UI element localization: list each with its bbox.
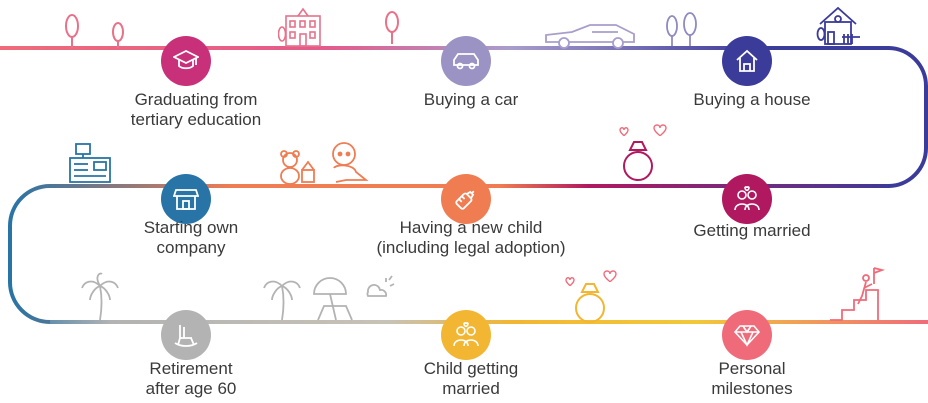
baby-toys-icon <box>280 142 369 185</box>
child-married-milestone-node[interactable] <box>441 310 491 360</box>
married-label: Getting married <box>693 221 811 240</box>
married-milestone-node[interactable] <box>722 174 772 224</box>
beach-scene-icon <box>263 275 395 321</box>
graduation-milestone-node[interactable] <box>161 36 211 86</box>
tree-icon <box>385 11 399 44</box>
bushes-icon <box>666 12 697 46</box>
storefront-icon <box>173 189 199 210</box>
personal-milestone-node[interactable] <box>722 310 772 360</box>
baby-bottle-icon <box>455 190 475 210</box>
house-label: Buying a house <box>693 90 811 109</box>
company-milestone-node[interactable] <box>161 174 211 224</box>
rocking-chair-icon <box>174 325 198 347</box>
car-milestone-node[interactable] <box>441 36 491 86</box>
company-label: Starting own company <box>143 218 239 257</box>
house-fence-icon <box>816 6 860 45</box>
house-icon <box>736 49 758 72</box>
climbing-stairs-flag-icon <box>830 267 886 321</box>
retirement-label: Retirement after age 60 <box>145 359 237 398</box>
graduation-label: Graduating from tertiary education <box>130 90 262 129</box>
school-building-icon <box>278 7 321 47</box>
diamond-icon <box>734 325 760 347</box>
wedding-ring-icon <box>565 270 617 323</box>
house-milestone-node[interactable] <box>722 36 772 86</box>
couple-icon <box>734 186 760 211</box>
personal-label: Personal milestones <box>711 359 793 398</box>
car-label: Buying a car <box>423 90 519 109</box>
trees-icon <box>65 14 124 48</box>
retirement-milestone-node[interactable] <box>161 310 211 360</box>
cash-register-icon <box>69 143 111 183</box>
couple-icon <box>453 322 479 347</box>
car-icon <box>453 53 479 70</box>
child-label: Having a new child (including legal adop… <box>376 218 566 257</box>
palm-tree-icon <box>81 272 119 321</box>
child-milestone-node[interactable] <box>441 174 491 224</box>
engagement-ring-icon <box>619 124 667 181</box>
sports-car-icon <box>545 24 635 49</box>
child-married-label: Child getting married <box>423 359 519 398</box>
graduation-cap-icon <box>173 49 199 70</box>
